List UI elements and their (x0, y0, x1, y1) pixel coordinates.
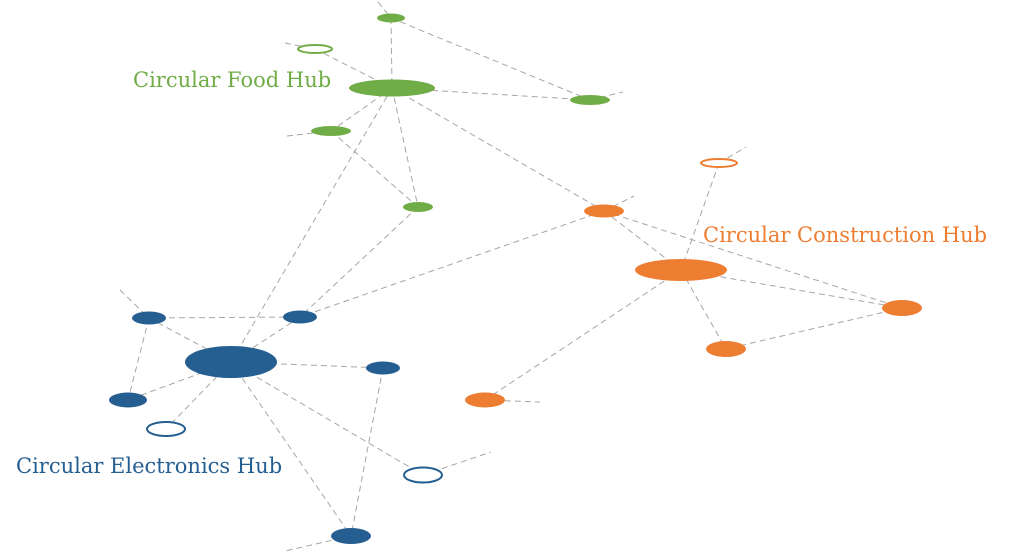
construction-node (584, 204, 624, 218)
food-node (403, 202, 433, 212)
construction-hub-label: Circular Construction Hub (703, 223, 987, 247)
edge (127, 317, 150, 401)
edge (299, 210, 605, 318)
electronics-node (283, 310, 317, 324)
food-hub-label: Circular Food Hub (133, 68, 331, 92)
edge (148, 316, 301, 319)
construction-node (706, 341, 746, 357)
edge (286, 130, 332, 137)
edge (390, 17, 591, 101)
electronics-node-outline (403, 466, 443, 484)
food-node (377, 13, 405, 23)
food-hub-node (349, 79, 435, 97)
edge (603, 210, 903, 309)
edge (299, 206, 419, 318)
edge (230, 316, 301, 363)
construction-node (465, 392, 505, 408)
electronics-hub-node (185, 346, 277, 378)
electronics-node (109, 392, 147, 408)
labels-layer: Circular Food Hub Circular Construction … (16, 68, 987, 478)
edge (680, 269, 903, 309)
edge (230, 361, 424, 476)
food-node (570, 95, 610, 105)
edge (680, 269, 727, 350)
edge (377, 1, 392, 19)
edge (391, 87, 419, 208)
construction-node-outline (700, 158, 738, 168)
electronics-node (132, 311, 166, 325)
edge (725, 307, 903, 350)
edge (127, 361, 232, 401)
edge (148, 317, 232, 363)
electronics-node-outline (146, 421, 186, 437)
edge (230, 361, 352, 537)
nodes-layer (109, 13, 922, 544)
edge (484, 269, 682, 401)
edge (680, 162, 720, 271)
edge (230, 87, 393, 363)
edge (390, 17, 393, 89)
food-node-outline (297, 44, 333, 54)
electronics-node (331, 528, 371, 544)
electronics-node (366, 361, 400, 375)
edge (391, 87, 605, 212)
edge (350, 367, 384, 537)
electronics-hub-label: Circular Electronics Hub (16, 454, 282, 478)
construction-hub-node (635, 259, 727, 281)
food-node (311, 126, 351, 136)
construction-node (882, 300, 922, 316)
edge (484, 399, 541, 403)
